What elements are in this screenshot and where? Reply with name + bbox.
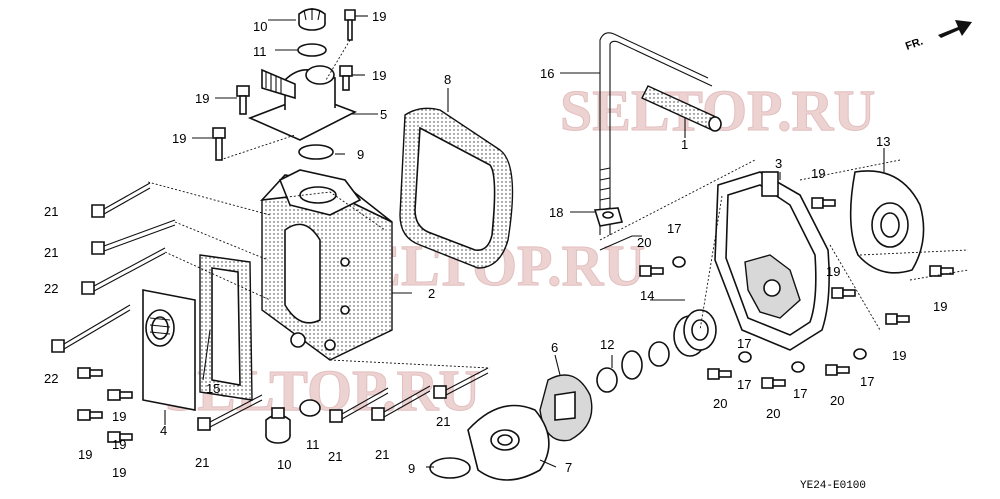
callout-21-lower-a: 21 <box>328 449 342 464</box>
callout-4: 4 <box>160 423 167 438</box>
callout-19-elbow-left: 19 <box>195 91 209 106</box>
callout-11-lower: 11 <box>306 437 320 452</box>
part-3-pump-cover <box>714 171 830 351</box>
callout-19-right-mid: 19 <box>826 264 840 279</box>
callout-9-lower: 9 <box>408 461 415 476</box>
callout-20-lower-b: 20 <box>766 406 780 421</box>
callout-15: 15 <box>206 381 220 396</box>
part-10-filler-cap-top <box>298 8 326 31</box>
callout-17-lower-a: 17 <box>737 377 751 392</box>
callout-13: 13 <box>876 134 890 149</box>
part-2-pump-casing <box>259 169 393 361</box>
part-17-washers <box>672 256 867 373</box>
part-9-oring-upper <box>298 144 334 160</box>
callout-1: 1 <box>681 137 688 152</box>
callout-19-lower-left-d: 19 <box>112 437 126 452</box>
callout-7: 7 <box>565 460 572 475</box>
part-1-handle-tube <box>641 85 722 132</box>
part-16-u-bolt <box>599 32 713 235</box>
callout-17-mid: 17 <box>737 336 751 351</box>
part-19-bolts-right <box>811 197 954 325</box>
callout-12: 12 <box>600 337 614 352</box>
callout-19-right-bottom: 19 <box>892 348 906 363</box>
callout-19-elbow-right: 19 <box>372 68 386 83</box>
callout-10-lower: 10 <box>277 457 291 472</box>
part-20-bolts <box>639 265 850 389</box>
callout-21-left-middle: 21 <box>44 245 58 260</box>
callout-8: 8 <box>444 72 451 87</box>
callout-21-lower-b: 21 <box>375 447 389 462</box>
part-21-bolts-lower <box>197 367 489 431</box>
callout-20-lower-a: 20 <box>713 396 727 411</box>
callout-3: 3 <box>775 156 782 171</box>
callout-5: 5 <box>380 107 387 122</box>
callout-14: 14 <box>640 288 654 303</box>
part-14-mechanical-seal <box>621 309 717 380</box>
callout-11-top: 11 <box>253 44 267 59</box>
front-direction-arrow: FR. <box>904 20 972 53</box>
callout-19-lower-left-c: 19 <box>112 465 126 480</box>
part-12-washer <box>596 367 618 393</box>
callout-16: 16 <box>540 66 554 81</box>
callout-20-top: 20 <box>637 235 651 250</box>
diagram-code: YE24-E0100 <box>800 480 866 492</box>
callout-21-left-upper: 21 <box>44 204 58 219</box>
part-21-long-bolts-left <box>91 182 176 255</box>
watermark-top: SELTOP.RU <box>560 78 875 143</box>
callout-19-lower-left-b: 19 <box>78 447 92 462</box>
callout-10-top: 10 <box>253 19 267 34</box>
callout-19-elbow-lower: 19 <box>172 131 186 146</box>
part-19-bolt-top <box>344 9 356 41</box>
callout-22-lower: 22 <box>44 371 58 386</box>
part-7-volute-plate <box>467 404 550 481</box>
part-19-bolts-lower-left <box>77 367 133 443</box>
part-11-washer-lower <box>299 399 321 417</box>
callout-19-lower-left-a: 19 <box>112 409 126 424</box>
part-5-outlet-elbow <box>247 65 357 141</box>
part-18-nut <box>593 207 624 227</box>
front-label: FR. <box>904 35 925 52</box>
callout-20-lower-c: 20 <box>830 393 844 408</box>
part-13-back-plate <box>849 170 925 274</box>
part-22-long-bolts-left <box>51 247 166 353</box>
part-9-oring-lower <box>429 457 471 479</box>
callout-18: 18 <box>549 205 563 220</box>
callout-9-upper: 9 <box>357 147 364 162</box>
part-6-impeller <box>539 374 593 442</box>
callout-22-upper: 22 <box>44 281 58 296</box>
callout-17-lower-b: 17 <box>793 386 807 401</box>
leader-lines <box>147 15 969 468</box>
callout-17-top: 17 <box>667 221 681 236</box>
part-4-side-cover <box>142 289 196 411</box>
callout-6: 6 <box>551 340 558 355</box>
callout-2: 2 <box>428 286 435 301</box>
callout-17-lower-c: 17 <box>860 374 874 389</box>
callout-21-lower-left: 21 <box>195 455 209 470</box>
callout-19-right-top: 19 <box>811 166 825 181</box>
callout-19-top: 19 <box>372 9 386 24</box>
part-11-oring-top <box>297 43 327 57</box>
part-10-drain-plug <box>265 407 291 444</box>
arrow-icon <box>938 20 972 38</box>
callout-labels: 10 19 11 19 19 5 19 9 8 16 1 3 13 21 21 … <box>44 9 947 480</box>
callout-21-lower-c: 21 <box>436 414 450 429</box>
part-19-bolts-elbow <box>212 65 353 161</box>
callout-19-right-far: 19 <box>933 299 947 314</box>
